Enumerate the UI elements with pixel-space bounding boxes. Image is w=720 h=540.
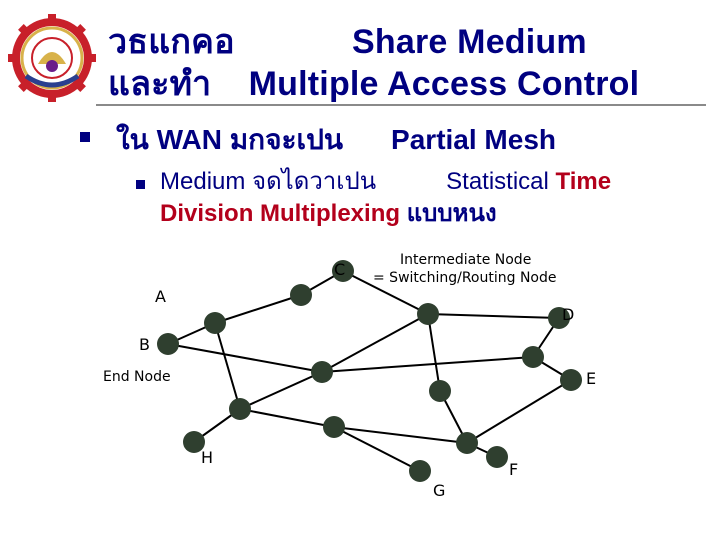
- link: [214, 294, 302, 324]
- node-c: [332, 260, 354, 282]
- diagram-annotations: Intermediate Node = Switching/Routing No…: [103, 252, 557, 385]
- logo-gear-icon: [8, 14, 96, 102]
- node-label-a: A: [155, 287, 166, 306]
- link: [427, 313, 441, 392]
- bullet1-english: Partial Mesh: [391, 124, 556, 155]
- network-links: [167, 270, 572, 472]
- university-logo: [8, 14, 96, 102]
- title-line1-english: Share Medium: [352, 23, 587, 61]
- node-label-e: E: [586, 369, 596, 388]
- intermediate-node-definition: = Switching/Routing Node: [373, 270, 557, 286]
- end-node-label: End Node: [103, 369, 171, 385]
- bullet2-time: Time: [555, 168, 612, 195]
- node-label-b: B: [139, 335, 150, 354]
- intermediate-node-label: Intermediate Node: [400, 252, 531, 268]
- node-f: [486, 446, 508, 468]
- node-a: [290, 284, 312, 306]
- link: [333, 426, 468, 444]
- node-label-h: H: [201, 448, 213, 467]
- bullet2-part1: Medium จดไดวาเปน: [160, 168, 377, 195]
- node-intermediate: [323, 416, 345, 438]
- bullet-level1: ใน WAN มกจะเปน Partial Mesh: [116, 118, 556, 162]
- node-intermediate: [229, 398, 251, 420]
- node-label-c: C: [334, 260, 345, 279]
- title-line1-thai: วธแกคอ: [108, 23, 235, 61]
- link: [342, 270, 429, 315]
- node-d: [548, 307, 570, 329]
- node-labels: A B C D E F G H: [139, 260, 596, 500]
- link: [321, 356, 534, 373]
- link: [333, 426, 421, 472]
- link: [427, 313, 560, 319]
- bullet-level2: Medium จดไดวาเปน Statistical Time Divisio…: [160, 166, 611, 230]
- link: [239, 408, 335, 428]
- node-h: [183, 431, 205, 453]
- bullet-square-icon: [136, 180, 145, 189]
- slide-title-line2: และทำ Multiple Access Control: [108, 56, 639, 110]
- title-line2-english: Multiple Access Control: [248, 65, 640, 103]
- title-divider: [96, 104, 706, 106]
- bullet2-thai-suffix: แบบหนง: [406, 200, 497, 227]
- network-nodes: [157, 260, 582, 482]
- slide-title-line1: วธแกคอ Share Medium: [108, 14, 587, 68]
- node-intermediate: [204, 312, 226, 334]
- link: [466, 379, 572, 444]
- node-intermediate: [429, 380, 451, 402]
- node-label-d: D: [562, 305, 574, 324]
- link: [321, 313, 429, 373]
- node-intermediate: [522, 346, 544, 368]
- node-label-f: F: [509, 460, 518, 479]
- bullet2-statistical: Statistical: [446, 168, 549, 195]
- node-b: [157, 333, 179, 355]
- node-intermediate: [456, 432, 478, 454]
- node-g: [409, 460, 431, 482]
- bullet-square-icon: [80, 132, 90, 142]
- node-intermediate: [417, 303, 439, 325]
- link: [239, 371, 323, 410]
- link: [214, 322, 241, 410]
- node-e: [560, 369, 582, 391]
- bullet1-thai: ใน WAN มกจะเปน: [116, 124, 344, 155]
- link: [167, 343, 323, 373]
- node-label-g: G: [433, 481, 445, 500]
- node-intermediate: [311, 361, 333, 383]
- title-line2-thai: และทำ: [108, 65, 212, 103]
- bullet2-division-multiplexing: Division Multiplexing: [160, 200, 401, 227]
